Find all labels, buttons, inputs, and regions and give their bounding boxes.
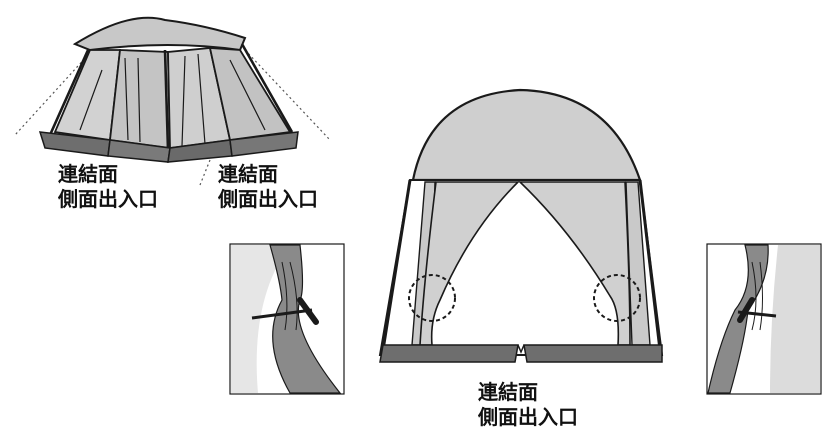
label-bottom: 連結面 側面出入口 <box>478 380 578 430</box>
label-middle-line2: 側面出入口 <box>218 187 318 211</box>
dome-tent-front-illustration <box>378 88 664 363</box>
tieback-highlight-left <box>408 274 456 322</box>
label-left-line1: 連結面 <box>58 162 118 186</box>
label-bottom-line2: 側面出入口 <box>478 405 578 429</box>
label-left: 連結面 側面出入口 <box>58 162 158 212</box>
tieback-detail-right <box>706 243 822 395</box>
tieback-highlight-right <box>593 274 641 322</box>
tieback-detail-left <box>229 243 345 395</box>
label-middle: 連結面 側面出入口 <box>218 162 318 212</box>
label-left-line2: 側面出入口 <box>58 187 158 211</box>
hexagonal-tent-illustration <box>14 16 331 186</box>
label-bottom-line1: 連結面 <box>478 380 538 404</box>
label-middle-line1: 連結面 <box>218 162 278 186</box>
